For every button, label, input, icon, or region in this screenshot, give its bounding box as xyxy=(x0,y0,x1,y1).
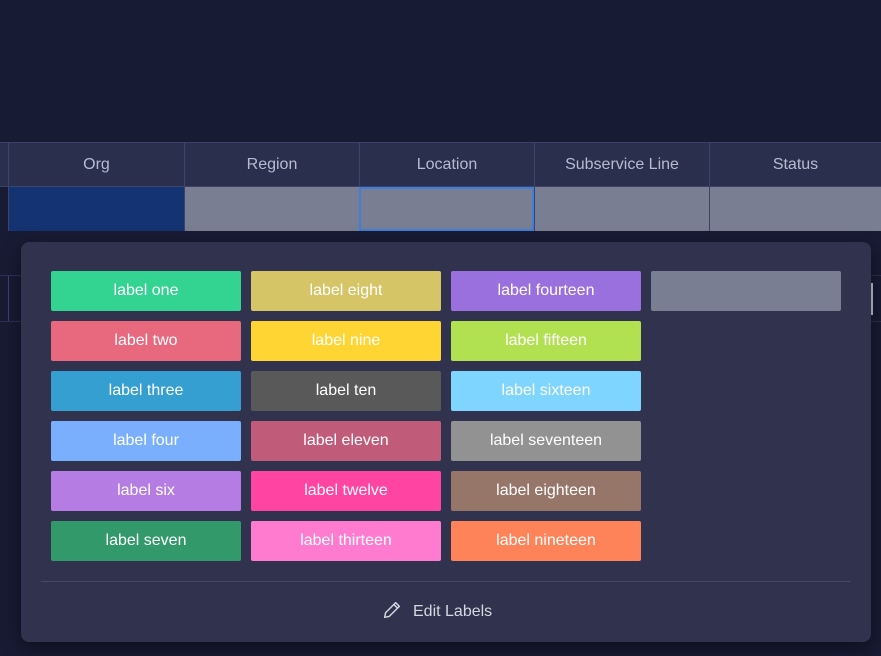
divider xyxy=(41,581,851,582)
edit-labels-button[interactable]: Edit Labels xyxy=(381,596,492,628)
column-header-status[interactable]: Status xyxy=(709,143,881,186)
label-chip[interactable]: label one xyxy=(51,271,241,311)
cell-org[interactable] xyxy=(8,187,184,231)
label-chip[interactable]: label nine xyxy=(251,321,441,361)
label-chip[interactable]: label ten xyxy=(251,371,441,411)
edit-labels-text: Edit Labels xyxy=(413,603,493,620)
label-chip[interactable]: label fifteen xyxy=(451,321,641,361)
column-header-location[interactable]: Location xyxy=(359,143,534,186)
table-header: Org Region Location Subservice Line Stat… xyxy=(0,142,881,187)
cell-status[interactable] xyxy=(709,187,881,231)
column-header-item xyxy=(0,143,8,186)
cell-subservice-line[interactable] xyxy=(534,187,709,231)
pencil-icon xyxy=(381,599,403,626)
label-chip[interactable]: label four xyxy=(51,421,241,461)
column-header-org[interactable]: Org xyxy=(8,143,184,186)
scroll-handle[interactable] xyxy=(871,283,873,315)
label-chip[interactable]: label two xyxy=(51,321,241,361)
cell-location-selected[interactable] xyxy=(359,187,534,231)
label-chip[interactable]: label six xyxy=(51,471,241,511)
label-chip[interactable]: label eight xyxy=(251,271,441,311)
label-chip-empty[interactable] xyxy=(651,271,841,311)
label-chip[interactable]: label seven xyxy=(51,521,241,561)
label-chip[interactable]: label sixteen xyxy=(451,371,641,411)
table-row xyxy=(0,187,881,231)
column-header-subservice-line[interactable]: Subservice Line xyxy=(534,143,709,186)
label-chip[interactable]: label thirteen xyxy=(251,521,441,561)
label-chip[interactable]: label eleven xyxy=(251,421,441,461)
label-chip[interactable]: label three xyxy=(51,371,241,411)
column-header-region[interactable]: Region xyxy=(184,143,359,186)
cell-region[interactable] xyxy=(184,187,359,231)
label-chip[interactable]: label eighteen xyxy=(451,471,641,511)
label-chip[interactable]: label seventeen xyxy=(451,421,641,461)
label-chip[interactable]: label fourteen xyxy=(451,271,641,311)
label-chip[interactable]: label nineteen xyxy=(451,521,641,561)
row-edge xyxy=(8,276,9,321)
label-chip[interactable]: label twelve xyxy=(251,471,441,511)
